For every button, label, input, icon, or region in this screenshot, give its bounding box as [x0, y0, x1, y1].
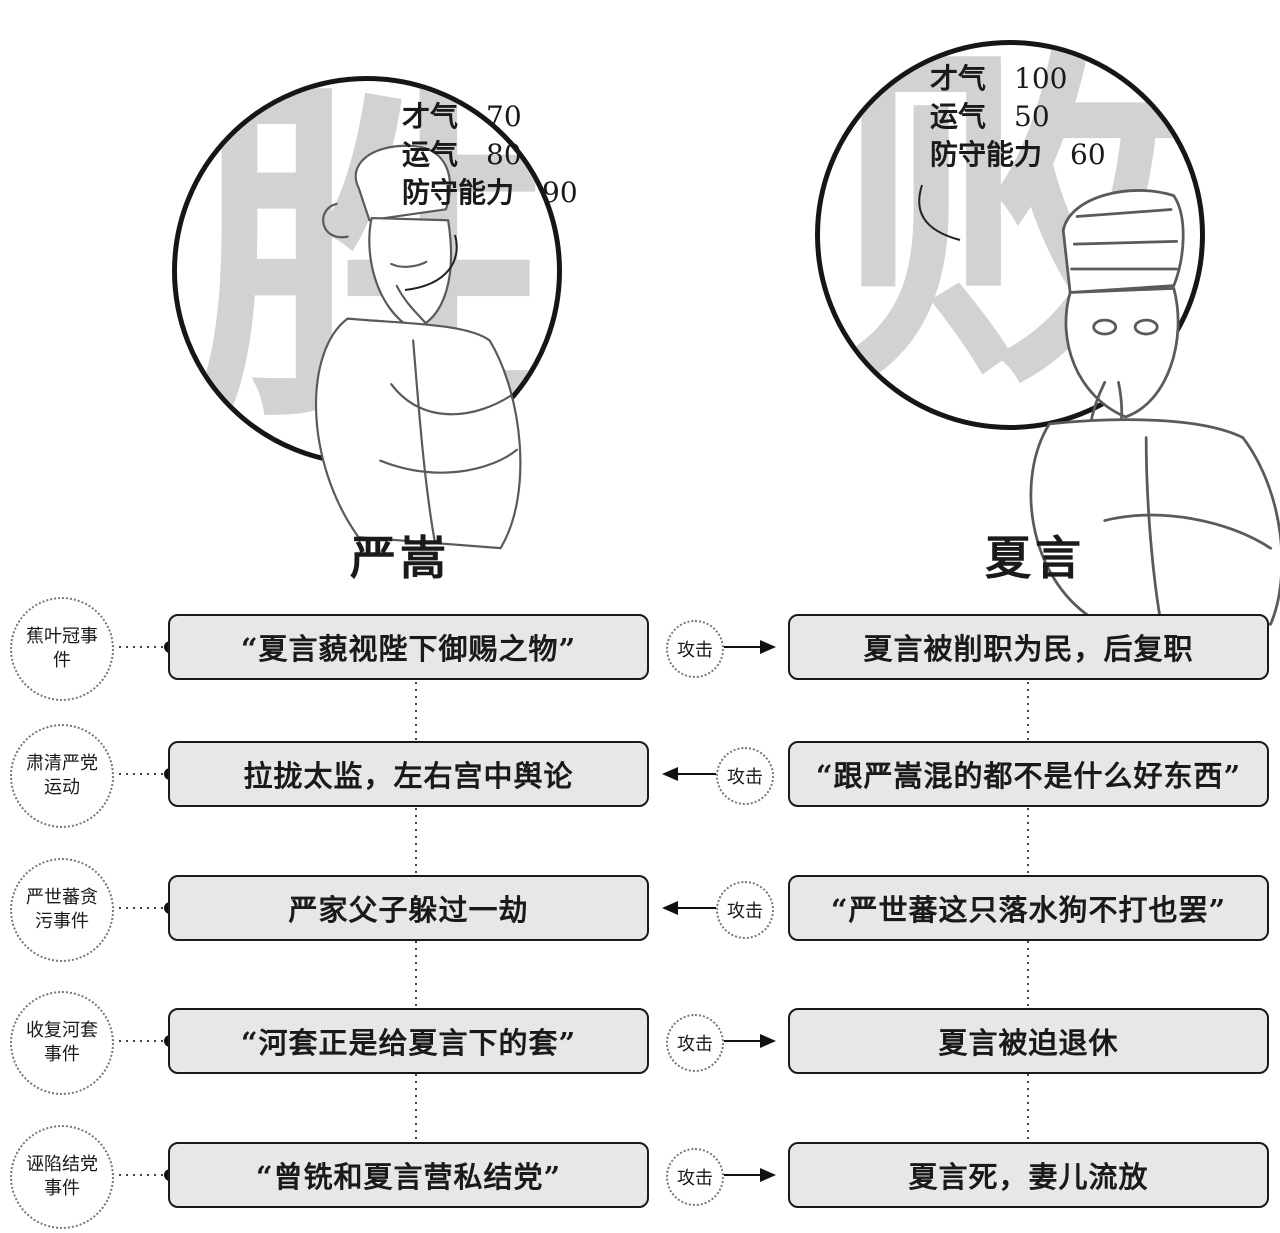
stat-value: 80 — [486, 138, 522, 171]
stat-label: 才气 — [402, 100, 459, 133]
stat-value: 60 — [1070, 138, 1106, 171]
stat-label: 防守能力 — [930, 138, 1043, 171]
attack-badge-1: 攻击 — [666, 620, 724, 678]
event-circle-banana-leaf-crown: 蕉叶冠事件 — [10, 597, 114, 701]
yan-song-result-3: 严家父子躲过一劫 — [168, 875, 649, 941]
stat-value: 100 — [1014, 62, 1068, 95]
arrow-right — [722, 640, 776, 654]
name-yan-song: 严嵩 — [350, 531, 450, 585]
stat-label: 运气 — [402, 138, 459, 171]
speech-pointer-right — [918, 184, 961, 241]
attack-badge-3: 攻击 — [716, 881, 774, 939]
arrow-right — [722, 1034, 776, 1048]
event-circle-framed-factionalism: 诬陷结党事件 — [10, 1125, 114, 1229]
xia-yan-result-4: 夏言被迫退休 — [788, 1008, 1269, 1074]
attack-badge-5: 攻击 — [666, 1148, 724, 1206]
yan-song-action-4: “河套正是给夏言下的套” — [168, 1008, 649, 1074]
event-label: 严世蕃贪污事件 — [26, 887, 98, 932]
yan-song-result-2: 拉拢太监，左右宫中舆论 — [168, 741, 649, 807]
xia-yan-figure-illustration — [1029, 189, 1280, 626]
xia-yan-result-5: 夏言死，妻儿流放 — [788, 1142, 1269, 1208]
name-xia-yan: 夏言 — [985, 531, 1085, 585]
xia-yan-stats: 才气 100 运气 50 防守能力 60 — [930, 60, 1106, 174]
event-circle-purge-yan-party: 肃清严党运动 — [10, 724, 114, 828]
stat-value: 50 — [1014, 100, 1050, 133]
event-label: 诬陷结党事件 — [26, 1154, 98, 1199]
arrow-right — [722, 1168, 776, 1182]
stat-row-talent: 才气 100 — [930, 60, 1106, 98]
yan-song-figure-illustration — [314, 144, 522, 550]
yan-song-action-1: “夏言藐视陛下御赐之物” — [168, 614, 649, 680]
stat-label: 运气 — [930, 100, 987, 133]
arrow-left — [662, 901, 716, 915]
event-connector — [112, 1169, 176, 1181]
stat-row-talent: 才气 70 — [402, 98, 578, 136]
stat-label: 防守能力 — [402, 176, 515, 209]
stat-value: 70 — [486, 100, 522, 133]
xia-yan-action-3: “严世蕃这只落水狗不打也罢” — [788, 875, 1269, 941]
event-connector — [112, 768, 176, 780]
event-circle-yan-shifan-corruption: 严世蕃贪污事件 — [10, 858, 114, 962]
stat-value: 90 — [542, 176, 578, 209]
event-connector — [112, 641, 176, 653]
stat-row-defense: 防守能力 90 — [402, 174, 578, 212]
attack-badge-4: 攻击 — [666, 1014, 724, 1072]
event-label: 肃清严党运动 — [26, 753, 98, 798]
yan-song-action-5: “曾铣和夏言营私结党” — [168, 1142, 649, 1208]
stat-label: 才气 — [930, 62, 987, 95]
event-label: 收复河套事件 — [26, 1020, 98, 1065]
arrow-left — [662, 767, 716, 781]
event-circle-recover-hetao: 收复河套事件 — [10, 991, 114, 1095]
event-connector — [112, 1035, 176, 1047]
xia-yan-result-1: 夏言被削职为民，后复职 — [788, 614, 1269, 680]
stat-row-defense: 防守能力 60 — [930, 136, 1106, 174]
speech-pointer-left — [404, 234, 458, 291]
event-label: 蕉叶冠事件 — [26, 626, 98, 671]
yan-song-stats: 才气 70 运气 80 防守能力 90 — [402, 98, 578, 212]
attack-badge-2: 攻击 — [716, 747, 774, 805]
event-connector — [112, 902, 176, 914]
stat-row-luck: 运气 80 — [402, 136, 578, 174]
stat-row-luck: 运气 50 — [930, 98, 1106, 136]
xia-yan-action-2: “跟严嵩混的都不是什么好东西” — [788, 741, 1269, 807]
